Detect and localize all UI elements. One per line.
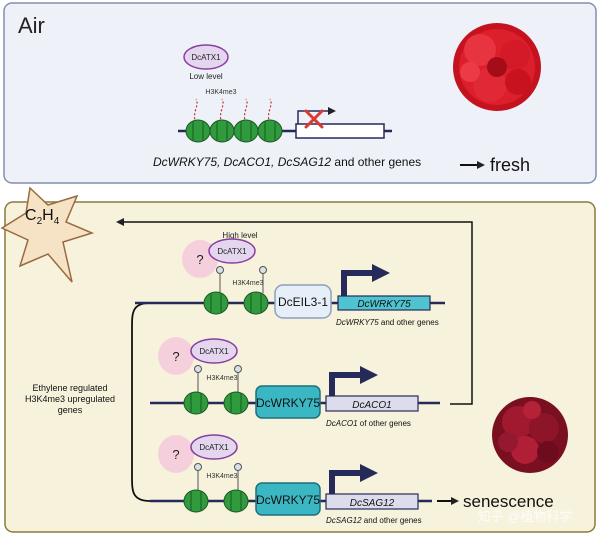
atx1-label: DcATX1 [217,247,247,256]
regulation-row-wrky75: High level ? DcATX1 H3K4me3 DcEIL3-1 DcW… [135,231,445,327]
gene-caption: DcSAG12 and other genes [326,516,422,525]
c2h4-burst-icon [0,186,95,283]
unknown-partner-mark: ? [196,252,203,267]
atx1-level-label: Low level [189,72,223,81]
gene-box [337,295,431,311]
promoter-arrow-icon [329,372,360,396]
gene-box [325,395,419,412]
air-panel-background [3,2,597,184]
methyl-mark-icon [259,266,267,274]
unknown-partner-blob [158,337,194,375]
h3k4me3-label: H3K4me3 [206,375,237,382]
promoter-arrow-icon [329,470,360,494]
methyl-mark-icon [194,365,202,373]
regulation-row-sag12: ? DcATX1 H3K4me3 DcWRKY75 DcSAG12 Dc [150,434,554,525]
cross-icon [304,109,324,129]
unknown-partner-mark: ? [172,349,179,364]
atx1-label: DcATX1 [199,443,229,452]
atx1-label: DcATX1 [191,53,221,62]
gene-box [325,493,419,510]
gene-label: DcWRKY75 [357,299,411,310]
h3k4me3-label: H3K4me3 [206,473,237,480]
atx1-level-label: High level [222,231,257,240]
promoter-arrow-head [372,264,390,282]
methyl-mark-icon [234,365,242,373]
promoter-arrow-head [360,366,378,384]
watermark: 知乎 @植物科学 [478,509,573,524]
tf-label: DcEIL3-1 [278,295,328,309]
nucleosome-icon [243,291,269,315]
nucleosome-icon [183,391,209,415]
gene-caption: DcACO1 of other genes [326,419,411,428]
nucleosome-icon [233,119,259,143]
tf-label: DcWRKY75 [256,396,320,410]
atx1-ellipse [190,338,238,364]
atx1-ellipse [208,238,256,264]
gene-label: DcACO1 [352,400,391,411]
promoter-arrow-head [360,464,378,482]
methyl-mark-icon [216,266,224,274]
nucleosome-array [185,119,283,143]
nucleosome-icon [257,119,283,143]
tf-box-eil [274,284,332,319]
side-label-line: genes [58,405,83,415]
methyl-mark-icon [194,463,202,471]
air-title: Air [18,13,45,38]
unknown-partner-mark: ? [172,447,179,462]
h3k4me3-label: H3K4me3 [232,280,263,287]
side-label-line: H3K4me3 upregulated [25,394,115,404]
atx1-ellipse [190,434,238,460]
bracket [131,302,151,502]
senescence-label: senescence [463,492,554,511]
fresh-carnation-icon [453,23,541,111]
tf-box-wrky [255,482,321,516]
air-panel: Air DcATX1 Low level H3K4me3 [3,2,597,184]
fresh-label: fresh [490,155,530,175]
atx1-label: DcATX1 [199,347,229,356]
ethylene-panel-background [4,201,596,533]
senescent-carnation-icon [492,397,568,473]
methyl-mark-icon [234,463,242,471]
tf-box-wrky [255,385,321,419]
tf-label: DcWRKY75 [256,493,320,507]
nucleosome-icon [209,119,235,143]
nucleosome-icon [223,391,249,415]
unknown-partner-blob [158,435,194,473]
promoter-arrow-icon [341,270,372,296]
gene-box [295,123,385,139]
histone-tails [193,98,272,124]
nucleosome-icon [183,489,209,513]
regulation-row-aco1: ? DcATX1 H3K4me3 DcWRKY75 DcACO1 DcA [150,337,440,428]
atx1-ellipse [183,44,229,70]
nucleosome-icon [203,291,229,315]
nucleosome-icon [185,119,211,143]
gene-label: DcSAG12 [350,498,395,509]
air-genes-caption: DcWRKY75, DcACO1, DcSAG12 and other gene… [153,155,421,169]
ethylene-panel: C2H4 Ethylene regulated H3K4me3 upregula… [0,186,596,533]
feedback-arrow-icon [116,218,473,405]
c2h4-label: C2H4 [25,207,60,227]
gene-caption: DcWRKY75 and other genes [336,318,439,327]
h3k4me3-label: H3K4me3 [205,89,236,96]
nucleosome-icon [223,489,249,513]
side-label-line: Ethylene regulated [32,383,107,393]
